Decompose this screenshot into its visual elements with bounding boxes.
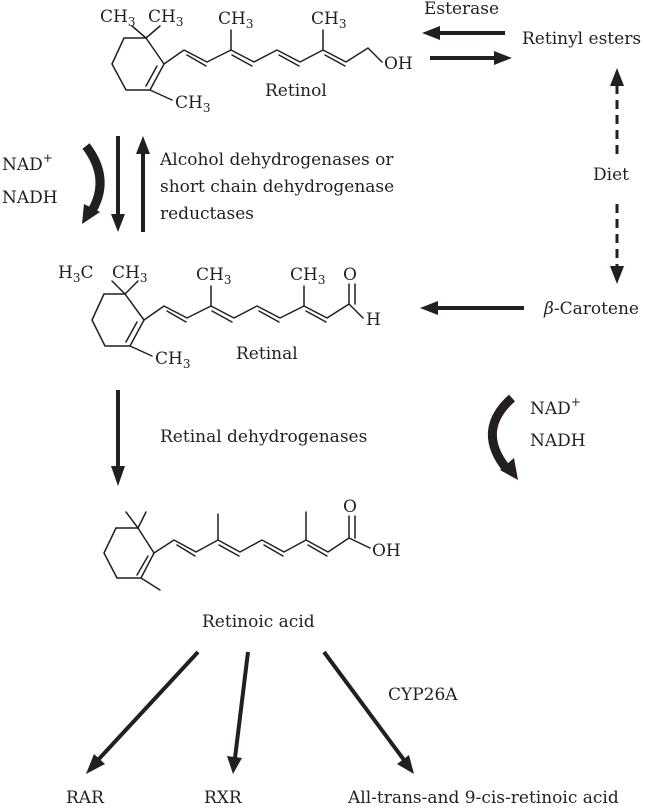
- retinol-gem-sub-label: 3: [128, 15, 136, 29]
- retinal-chain-methyl-1-label: CH: [196, 265, 224, 285]
- retinal-chain-methyl-1-sub: 3: [224, 273, 232, 287]
- beta-symbol: β: [543, 299, 554, 319]
- svg-text:CH3: CH3: [311, 9, 346, 31]
- svg-text:H3C: H3C: [58, 263, 93, 285]
- retinoic-acid-ring: [103, 527, 155, 579]
- retinol-gem-ch-sub: 3: [176, 15, 184, 29]
- svg-text:CH3: CH3: [148, 7, 183, 29]
- retinal-gem-h-label: H: [58, 263, 73, 283]
- retinoic-acid-chain: [153, 537, 371, 554]
- nad-plus-2-label: NAD: [530, 399, 571, 419]
- retinol-name: Retinol: [265, 81, 327, 101]
- retinal-chain-methyl-2-sub: 3: [318, 273, 326, 287]
- nad-plus-2-sup: +: [571, 395, 581, 409]
- rxr-label: RXR: [204, 788, 243, 808]
- retinal-ring-methyl-label: CH: [155, 349, 183, 369]
- retinal-o-label: O: [343, 265, 357, 285]
- retinal-dehydrogenases-label: Retinal dehydrogenases: [160, 427, 367, 447]
- retinoic-acid-o-label: O: [343, 497, 357, 517]
- esterase-label: Esterase: [424, 0, 499, 19]
- retinoic-acid-structure: O OH Retinoic acid: [103, 497, 401, 632]
- retinol-oh-label: OH: [384, 54, 413, 74]
- retinol-chain-methyl-2-sub: 3: [339, 17, 347, 31]
- svg-text:CH3: CH3: [196, 265, 231, 287]
- retinyl-esters-label: Retinyl esters: [522, 29, 641, 49]
- retinoic-acid-name: Retinoic acid: [202, 612, 315, 632]
- output-arrows: [86, 650, 414, 774]
- nad-plus-1-label: NAD: [2, 155, 43, 175]
- retinol-ring-methyl-label: CH: [175, 93, 203, 113]
- catabolites-label: All-trans-and 9-cis-retinoic acid: [347, 788, 619, 808]
- svg-text:CH3: CH3: [290, 265, 325, 287]
- retinol-ring-methyl-sub: 3: [203, 101, 211, 115]
- cyp26a-label: CYP26A: [388, 685, 458, 705]
- enzyme-1-line2: short chain dehydrogenase: [160, 177, 394, 197]
- retinol-chain: [163, 47, 383, 65]
- enzyme-1-line1: Alcohol dehydrogenases or: [159, 150, 394, 170]
- nad-curved-arrow-2: [488, 394, 518, 480]
- retinoic-acid-oh-label: OH: [372, 541, 401, 561]
- retinol-ring: [111, 37, 165, 91]
- retinal-gem-ch-sub: 3: [140, 271, 148, 285]
- svg-text:NAD+: NAD+: [530, 395, 581, 419]
- retinal-chain: [143, 303, 364, 321]
- retinol-chain-methyl-1-sub: 3: [246, 17, 254, 31]
- retinal-chain-methyl-2-label: CH: [290, 265, 318, 285]
- nadh-2-label: NADH: [530, 431, 586, 451]
- svg-text:NAD+: NAD+: [2, 151, 53, 175]
- retinal-ring-methyl-sub: 3: [183, 357, 191, 371]
- retinal-dehydrogenase-arrow: [111, 390, 125, 486]
- retinol-chain-methyl-2-label: CH: [311, 9, 339, 29]
- retinol-gem-h-label: H: [113, 7, 128, 27]
- retinol-structure: CH3 CH3 CH3 CH3 CH3 OH Retinol: [100, 7, 413, 115]
- beta-carotene-label: -Carotene: [554, 299, 639, 319]
- retinal-gem-sub-label: 3: [73, 271, 81, 285]
- svg-text:CH3: CH3: [112, 263, 147, 285]
- retinal-ring: [91, 293, 145, 347]
- rar-label: RAR: [66, 788, 105, 808]
- retinal-gem-c-label: C: [80, 263, 93, 283]
- retinal-structure: H3C CH3 CH3 CH3 CH3 O H Retinal: [58, 263, 381, 371]
- retinol-retinal-arrows: [82, 136, 150, 232]
- retinol-gem-ch-label: CH: [148, 7, 176, 27]
- retinal-h-label: H: [366, 310, 381, 330]
- carotene-arrow: [420, 301, 524, 315]
- svg-text:CH3: CH3: [175, 93, 210, 115]
- nadh-1-label: NADH: [2, 188, 58, 208]
- retinal-name: Retinal: [236, 344, 298, 364]
- svg-text:CH3: CH3: [155, 349, 190, 371]
- diet-arrows: [610, 68, 624, 284]
- enzyme-1-line3: reductases: [160, 204, 254, 224]
- nad-plus-1-sup: +: [43, 151, 53, 165]
- retinal-gem-ch-label: CH: [112, 263, 140, 283]
- svg-text:CH3: CH3: [218, 9, 253, 31]
- diet-label: Diet: [593, 165, 629, 185]
- svg-text:CH3: CH3: [100, 7, 135, 29]
- svg-text:β-Carotene: β-Carotene: [543, 299, 639, 319]
- esterase-arrows: Esterase: [422, 0, 512, 65]
- retinol-chain-methyl-1-label: CH: [218, 9, 246, 29]
- retinol-gem-c-label: C: [100, 7, 113, 27]
